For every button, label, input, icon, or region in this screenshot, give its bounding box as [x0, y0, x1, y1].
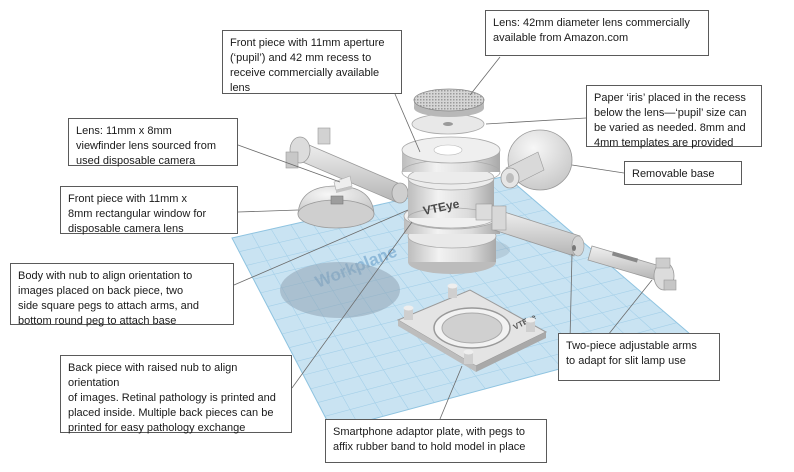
leader-arms-a — [569, 253, 573, 341]
plate-peg — [403, 305, 414, 320]
right-arm-outer — [587, 245, 677, 291]
callout-paper-iris: Paper ‘iris’ placed in the recess below … — [586, 85, 762, 149]
callout-body: Body with nub to align orientation to im… — [10, 263, 234, 327]
right-arm-inner — [491, 205, 585, 257]
leader-body — [233, 209, 409, 286]
callout-viewfinder-lens: Lens: 11mm x 8mm viewfinder lens sourced… — [68, 118, 238, 167]
leader-smartphone — [439, 365, 463, 420]
lens-42mm — [413, 88, 485, 117]
grid-line — [486, 180, 665, 342]
leader-front11 — [394, 93, 421, 153]
leader-arms-b — [603, 279, 653, 341]
model-shadow — [280, 262, 400, 318]
callout-removable-base: Removable base — [624, 161, 742, 185]
callout-lens-42mm: Lens: 42mm diameter lens commercially av… — [485, 10, 709, 56]
removable-base — [500, 129, 573, 191]
callout-two-piece-arms: Two-piece adjustable arms to adapt for s… — [558, 333, 720, 381]
leader-frontrect — [237, 209, 299, 213]
leader-viewfinder — [237, 144, 341, 183]
leader-back — [291, 221, 413, 389]
viewfinder-lens — [333, 175, 353, 193]
leader-removable — [571, 164, 625, 174]
callout-back-piece: Back piece with raised nub to align orie… — [60, 355, 292, 434]
left-arm — [285, 127, 409, 204]
plate-peg — [463, 349, 474, 364]
callout-smartphone-plate: Smartphone adaptor plate, with pegs to a… — [325, 419, 547, 463]
leader-iris — [485, 117, 587, 125]
plate-peg — [525, 317, 536, 332]
callout-front-piece-rect-window: Front piece with 11mm x 8mm rectangular … — [60, 186, 238, 235]
smartphone-adaptor-plate: VTEye — [396, 283, 548, 372]
leader-lens42 — [469, 56, 501, 96]
leader-lines — [233, 56, 653, 420]
paper-iris — [411, 113, 485, 135]
main-body: VTEye — [401, 136, 501, 274]
rect-window — [330, 195, 344, 205]
callout-front-piece-aperture: Front piece with 11mm aperture (‘pupil’)… — [222, 30, 402, 94]
side-square-peg — [475, 203, 493, 221]
grid-line — [281, 254, 599, 335]
front-piece-rect-window — [297, 185, 375, 229]
plate-peg — [447, 283, 458, 298]
